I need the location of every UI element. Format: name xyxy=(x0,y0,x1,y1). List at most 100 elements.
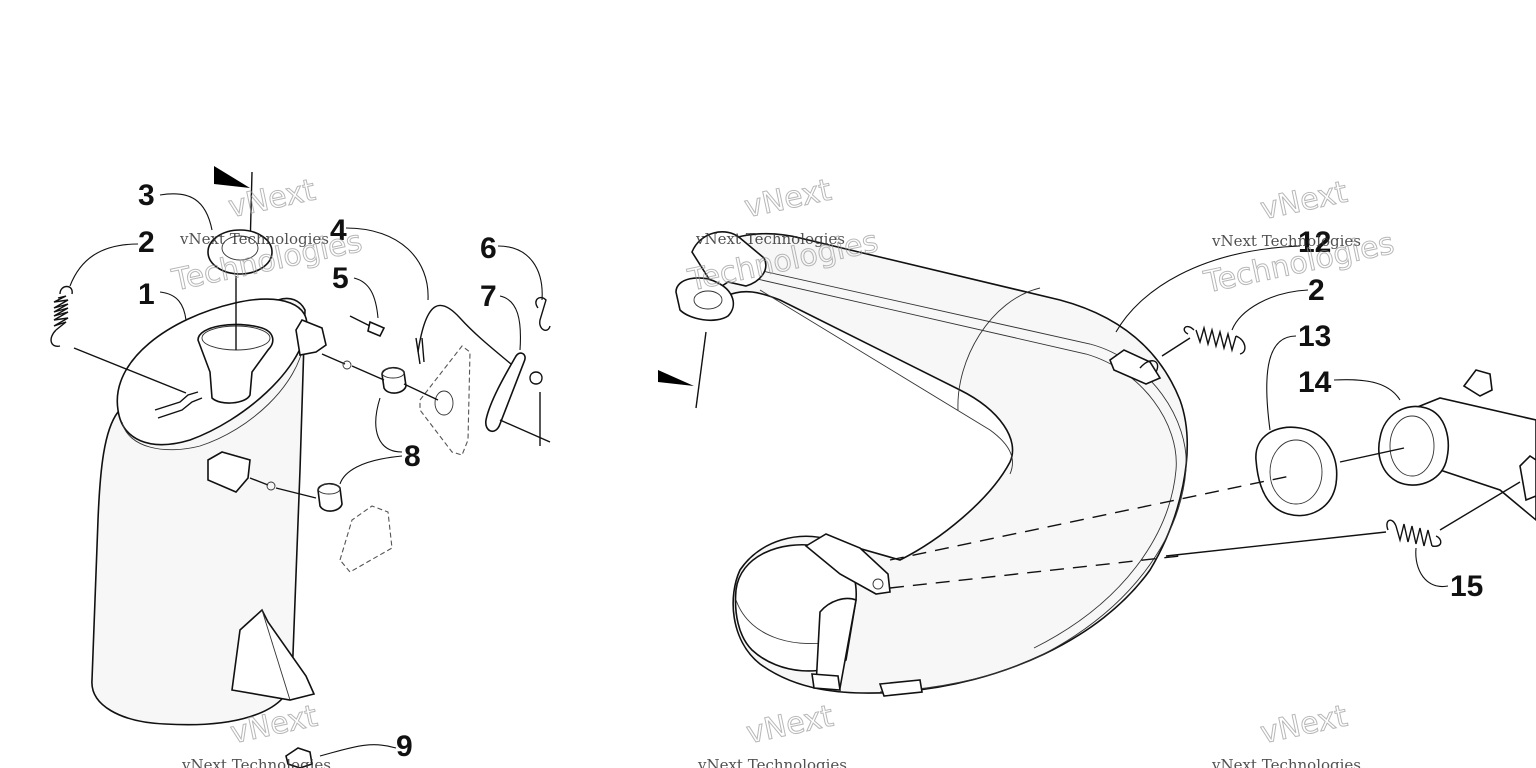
right-assembly xyxy=(658,231,1536,697)
pin-head xyxy=(367,320,386,338)
direction-arrow-left xyxy=(214,166,250,188)
leader-5 xyxy=(353,277,379,319)
callout-2-left: 2 xyxy=(138,226,155,259)
axis-line-bolt xyxy=(351,365,385,381)
watermark-brand: vNext xyxy=(741,173,834,226)
watermark-bottom-right: vNext vNext Technologies xyxy=(1211,698,1361,768)
hairpin-clip xyxy=(535,296,551,331)
inlet-flange xyxy=(675,277,735,322)
watermark-caption: vNext Technologies xyxy=(1211,232,1361,250)
tether-cable xyxy=(417,304,519,371)
axis-line-grommet xyxy=(275,487,317,499)
callout-1: 1 xyxy=(138,278,155,311)
watermark-caption: vNext Technologies xyxy=(697,756,847,768)
grommet-lower xyxy=(317,482,343,512)
callout-2-right: 2 xyxy=(1308,274,1325,307)
clamp-band-tab xyxy=(811,673,841,691)
bottom-tab xyxy=(878,679,923,697)
watermark-caption: vNext Technologies xyxy=(1211,756,1361,768)
leader-7 xyxy=(499,295,521,351)
callout-15: 15 xyxy=(1450,570,1483,603)
bottom-nut xyxy=(285,747,313,768)
chamber-seam-outer xyxy=(739,265,1187,693)
axis-line-strap xyxy=(499,419,551,443)
leader-4 xyxy=(345,227,429,301)
chamber-seam-mid xyxy=(759,289,1013,475)
leader-6 xyxy=(497,245,543,301)
dash-line-lower xyxy=(889,555,1181,589)
clamp-ring-3 xyxy=(207,229,273,275)
axis-line-plate xyxy=(403,383,439,401)
axis-line-spring-right xyxy=(1161,337,1191,357)
leader-8a xyxy=(375,397,403,453)
clip-pin xyxy=(529,371,543,385)
leader-9 xyxy=(319,744,397,757)
callout-5: 5 xyxy=(332,262,349,295)
header-pipe-14 xyxy=(1378,369,1536,522)
bottom-flange xyxy=(804,533,891,595)
leader-1 xyxy=(159,291,187,321)
watermark-top-right: vNext vNext Technologies Technologies xyxy=(1200,174,1398,301)
watermarks: vNext vNext Technologies Technologies vN… xyxy=(168,172,1398,768)
watermark-top-left: vNext vNext Technologies Technologies xyxy=(168,172,366,299)
axis-line-ring xyxy=(1339,447,1405,463)
leader-2-right xyxy=(1231,289,1309,331)
callout-8: 8 xyxy=(404,440,421,473)
leader-13 xyxy=(1266,335,1297,431)
spring-right xyxy=(1183,325,1246,355)
callout-14: 14 xyxy=(1298,366,1332,399)
left-assembly xyxy=(50,166,551,768)
callout-12: 12 xyxy=(1298,226,1331,259)
tether-clip xyxy=(415,337,425,365)
leader-12 xyxy=(1115,245,1301,333)
inlet-fitting xyxy=(691,231,767,292)
callout-3: 3 xyxy=(138,179,155,212)
watermark-caption: vNext Technologies xyxy=(179,230,329,248)
mounting-plate-hole xyxy=(434,390,454,416)
axis-line-spring15 xyxy=(1165,531,1387,557)
watermark-caption: vNext Technologies xyxy=(181,756,331,768)
grommet-upper xyxy=(381,366,407,394)
muffler-cap-rim xyxy=(121,341,305,451)
leader-3 xyxy=(159,193,213,231)
watermark-brand: vNext xyxy=(743,699,836,752)
spring-left xyxy=(50,285,73,347)
clamp-band xyxy=(815,597,857,689)
callout-7: 7 xyxy=(480,280,497,313)
inlet-cone xyxy=(197,323,274,404)
leader-2 xyxy=(69,243,139,287)
callout-13: 13 xyxy=(1298,320,1331,353)
watermark-caption: vNext Technologies xyxy=(695,230,845,248)
watermark-brand: vNext xyxy=(1257,699,1350,752)
chamber-curve xyxy=(957,287,1041,411)
callout-9: 9 xyxy=(396,730,413,763)
spring-15 xyxy=(1386,519,1442,547)
bolt-upper xyxy=(321,353,346,365)
cap-pipe xyxy=(154,391,203,419)
leader-15 xyxy=(1415,547,1449,588)
watermark-bottom-mid: vNext vNext Technologies xyxy=(697,698,847,768)
leader-8b xyxy=(339,455,403,485)
heat-shield-fold xyxy=(261,609,291,701)
callout-4: 4 xyxy=(330,214,347,247)
watermark-brand: vNext xyxy=(225,173,318,226)
lower-plate-ghost xyxy=(339,505,393,573)
bolt-upper-head xyxy=(342,360,352,370)
bolt-lower-head xyxy=(266,481,276,491)
spring-hook-bracket xyxy=(1109,349,1162,385)
bolt-lower xyxy=(249,477,269,486)
direction-arrow-right xyxy=(658,370,694,386)
callout-labels: 1 2 3 4 5 6 7 8 9 12 2 13 14 15 xyxy=(138,179,1483,763)
mounting-plate-ghost xyxy=(419,345,471,456)
leader-14 xyxy=(1333,379,1401,401)
side-bracket xyxy=(207,451,251,493)
axis-line-header xyxy=(1439,481,1521,531)
watermark-brand: vNext xyxy=(1257,175,1350,228)
callout-6: 6 xyxy=(480,232,497,265)
axis-line-inlet xyxy=(695,331,707,409)
sealing-ring-13 xyxy=(1255,426,1338,517)
axis-line-spring xyxy=(73,347,187,394)
top-bracket xyxy=(295,319,327,356)
